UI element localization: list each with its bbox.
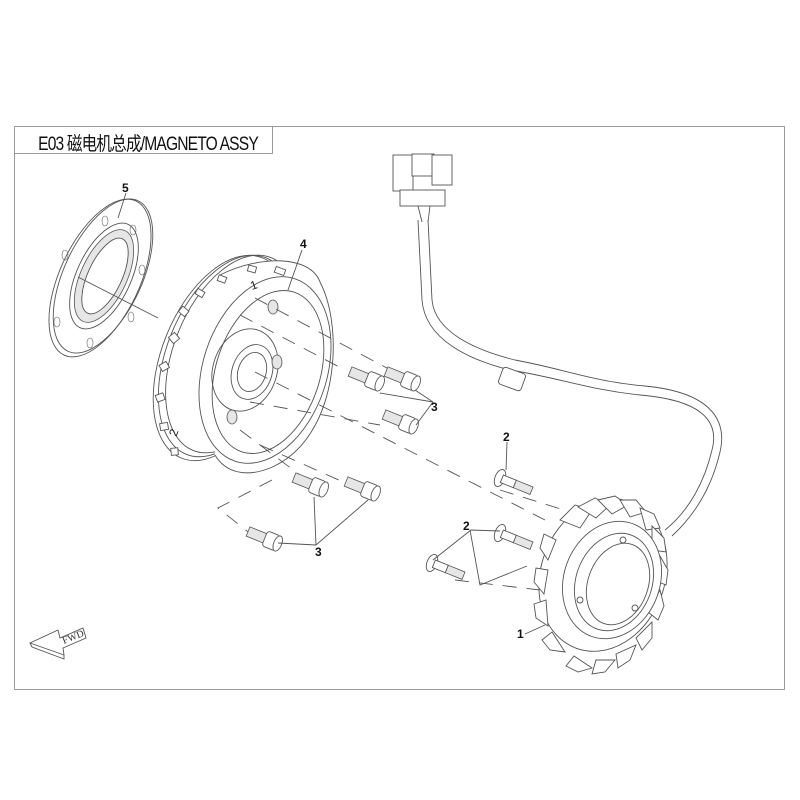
callout-3-upper: 3 [431,400,438,414]
page-title: E03 磁电机总成/MAGNETO ASSY [38,134,259,155]
axis-line [77,276,159,319]
alignment-lines [217,297,581,591]
starter-clutch-part-5[interactable] [28,184,174,372]
flange-bolts-part-2[interactable] [424,468,535,584]
cable-grommet [498,366,526,392]
leader-lines [117,192,546,635]
flywheel-rotor-part-4[interactable]: 1 2 [126,235,354,480]
title-box: E03 磁电机总成/MAGNETO ASSY [14,126,273,155]
callout-3-lower: 3 [315,545,322,559]
callout-4: 4 [300,237,307,251]
callout-2-upper: 2 [503,430,510,444]
rotor-mark-2: 2 [166,427,182,438]
fwd-direction-arrow: FWD [28,627,87,660]
socket-bolts-part-3[interactable] [245,364,422,552]
harness-connector [392,153,453,223]
stator-part-1[interactable] [392,153,723,675]
callout-2-lower: 2 [463,519,470,533]
callout-1: 1 [517,627,524,641]
rotor-mark-1: 1 [248,277,259,293]
drawing-frame [14,126,785,690]
callout-5: 5 [122,181,129,195]
